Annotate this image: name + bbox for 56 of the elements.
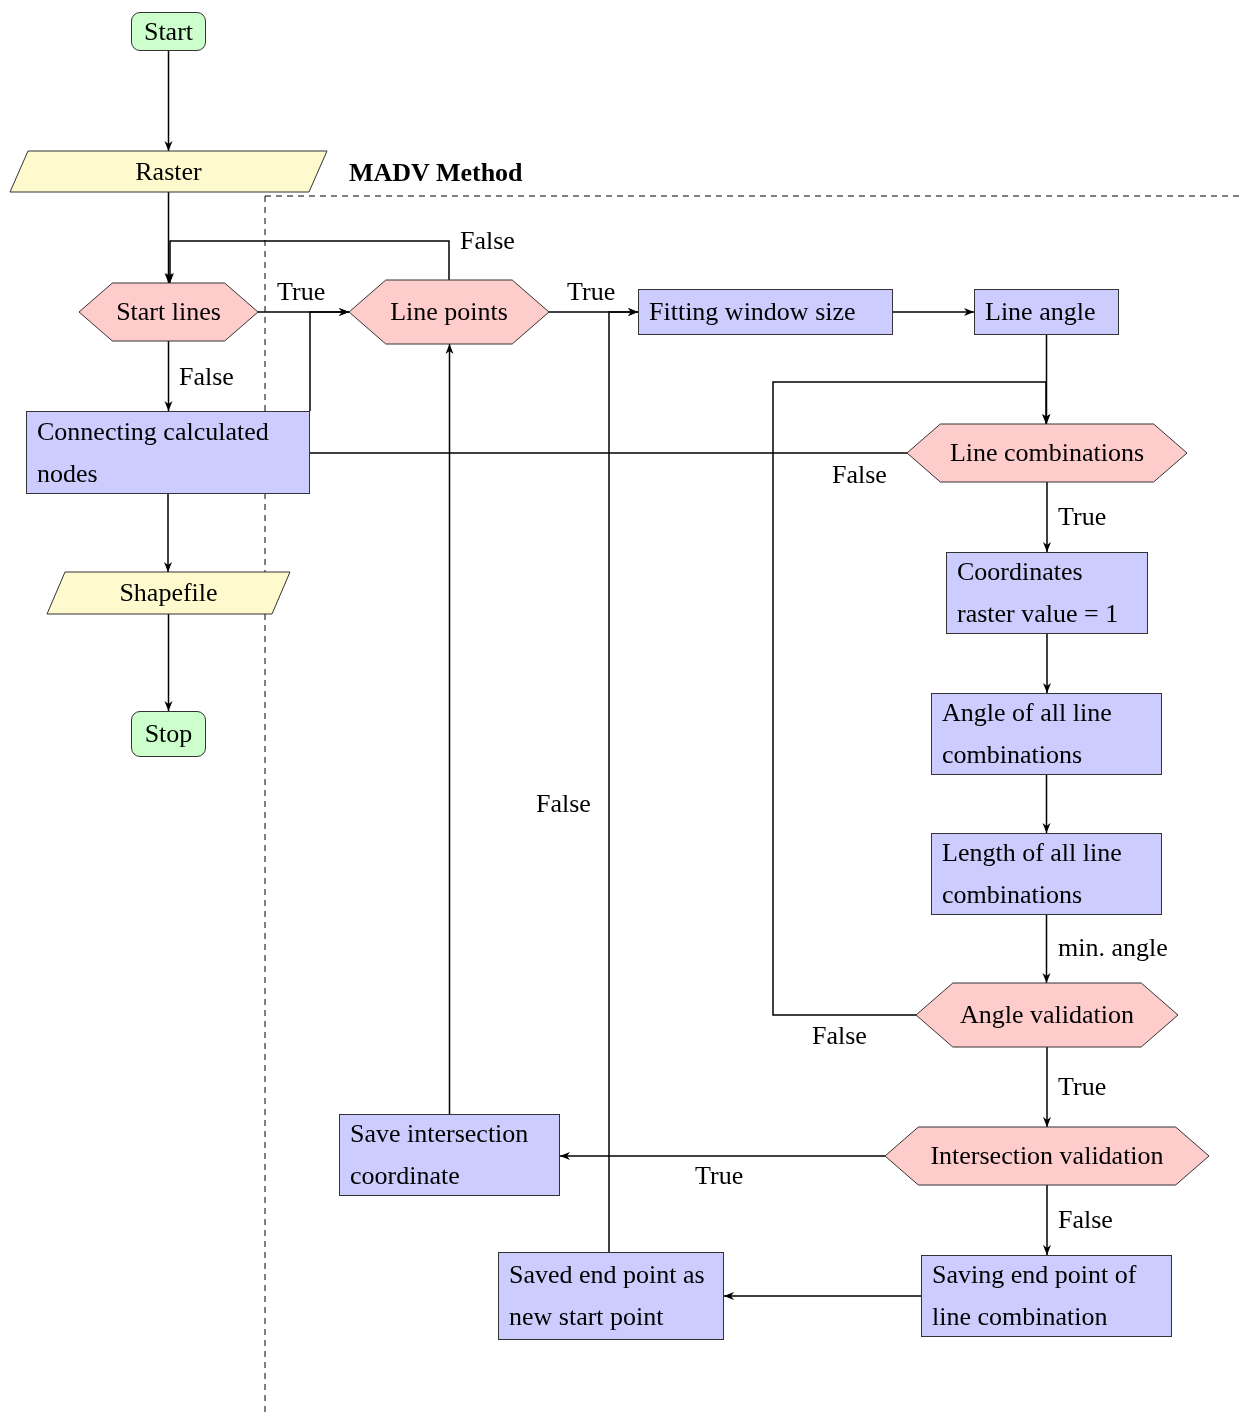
arrow (164, 493, 172, 573)
arrow (164, 191, 173, 284)
process-box (946, 552, 1148, 634)
node-label: Shapefile (119, 577, 218, 609)
node-label: Intersection validation (930, 1140, 1164, 1172)
arrow (1043, 633, 1051, 694)
terminal-box (131, 711, 206, 757)
node-label: Connecting calculated nodes (37, 415, 270, 490)
node-label: Fitting window size (649, 296, 856, 328)
arrow (309, 308, 350, 412)
decision-hexagon (907, 424, 1187, 482)
arrow (445, 343, 454, 1115)
process-box (921, 1255, 1172, 1337)
arrow (1042, 914, 1051, 984)
node-label: Coordinates raster value = 1 (957, 556, 1120, 630)
node-label: Saving end point of line combination (932, 1259, 1138, 1333)
process-box (974, 289, 1119, 335)
process-box (498, 1252, 724, 1340)
arrow (166, 240, 450, 284)
node-label: Line angle (985, 296, 1096, 328)
arrow (1043, 1184, 1051, 1256)
node-label: Save intersection coordinate (350, 1118, 530, 1192)
arrow (559, 1152, 886, 1160)
node-label: Start (143, 15, 194, 48)
node-label: Line combinations (949, 437, 1145, 469)
arrow (1043, 481, 1051, 553)
arrow (1042, 774, 1051, 834)
decision-hexagon (885, 1127, 1209, 1185)
arrow (723, 1292, 922, 1300)
node-label: Length of all line combinations (942, 837, 1123, 911)
node-label: Stop (144, 718, 193, 750)
decision-hexagon (916, 983, 1178, 1047)
process-box (26, 411, 310, 494)
arrow (164, 613, 173, 712)
node-label: Angle validation (960, 999, 1134, 1031)
process-box (638, 289, 893, 335)
node-label: Raster (135, 155, 202, 188)
decision-hexagon (349, 280, 549, 344)
input-output-parallelogram (10, 151, 327, 192)
process-box (931, 693, 1162, 775)
decision-hexagon (79, 283, 258, 341)
arrow (892, 308, 975, 316)
input-output-parallelogram (47, 572, 290, 614)
section-heading: MADV Method (349, 158, 523, 188)
arrow (608, 308, 639, 1253)
node-label: Angle of all line combinations (942, 697, 1113, 771)
process-box (931, 833, 1162, 915)
arrow (164, 50, 173, 152)
node-label: Saved end point as new start point (509, 1259, 706, 1333)
arrow (772, 381, 1050, 1016)
terminal-box (131, 12, 206, 51)
node-label: Start lines (116, 296, 221, 328)
process-box (339, 1114, 560, 1196)
node-label: Line points (390, 296, 508, 328)
arrow (1043, 1046, 1051, 1128)
arrow (164, 340, 173, 412)
